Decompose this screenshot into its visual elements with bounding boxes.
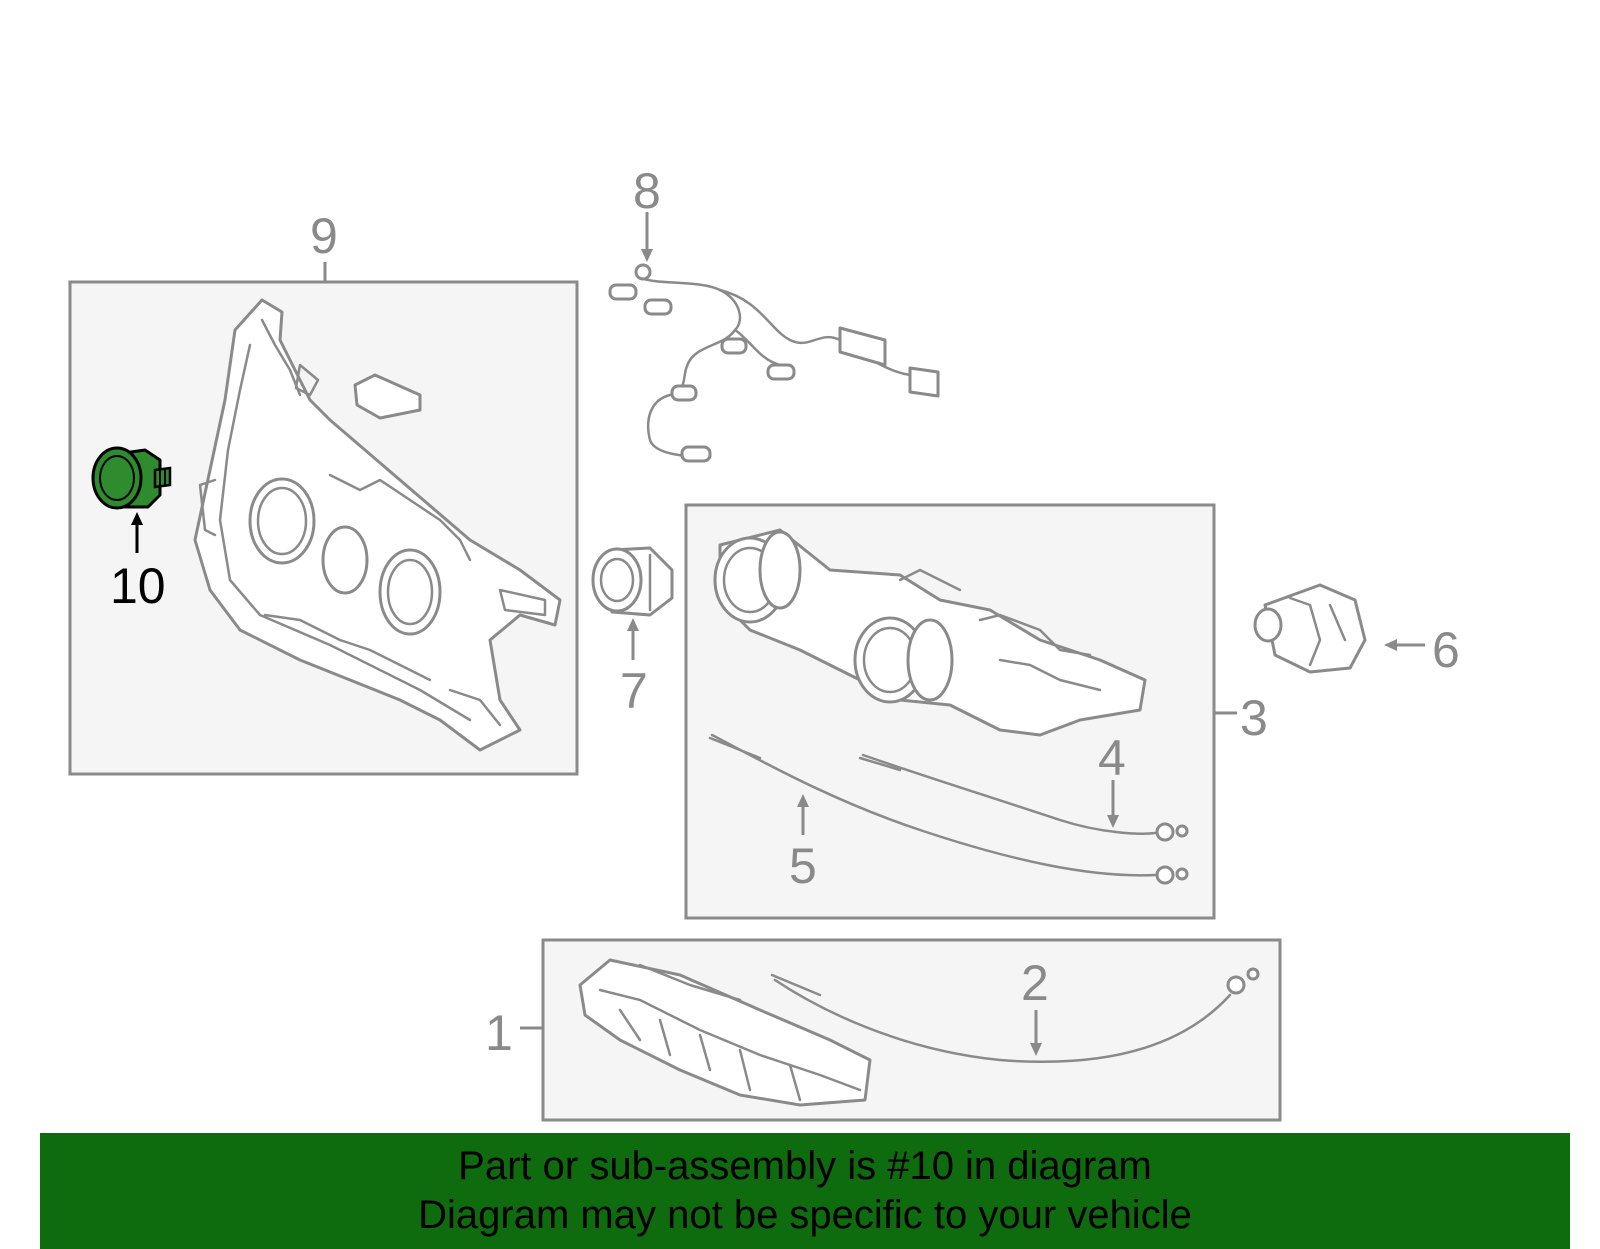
wire-harness-part-8 xyxy=(608,263,940,463)
cable-part-4 xyxy=(858,753,1189,842)
control-panel-part-1 xyxy=(578,958,872,1107)
callout-2[interactable]: 2 xyxy=(1021,955,1049,1011)
callout-10[interactable]: 10 xyxy=(110,558,166,614)
banner-line-2: Diagram may not be specific to your vehi… xyxy=(418,1193,1192,1237)
clip-part xyxy=(353,373,422,420)
callout-7[interactable]: 7 xyxy=(620,663,648,719)
callout-5[interactable]: 5 xyxy=(789,838,817,894)
control-unit-part-3 xyxy=(713,528,1147,737)
cable-part-5 xyxy=(708,733,1189,885)
callout-8[interactable]: 8 xyxy=(633,163,661,219)
cable-part-2 xyxy=(770,967,1260,1063)
knob-part-7 xyxy=(591,546,674,617)
knob-part-10[interactable] xyxy=(91,446,172,510)
callout-9[interactable]: 9 xyxy=(310,208,338,264)
callout-6[interactable]: 6 xyxy=(1432,622,1460,678)
arrow-head-10 xyxy=(131,512,143,525)
callout-1[interactable]: 1 xyxy=(485,1005,513,1061)
bezel-frame-part-9 xyxy=(193,298,562,752)
callout-3[interactable]: 3 xyxy=(1240,690,1268,746)
banner-line-1: Part or sub-assembly is #10 in diagram xyxy=(458,1144,1152,1188)
callout-4[interactable]: 4 xyxy=(1098,730,1126,786)
info-banner: Part or sub-assembly is #10 in diagram D… xyxy=(40,1133,1570,1249)
actuator-part-6 xyxy=(1253,583,1367,674)
